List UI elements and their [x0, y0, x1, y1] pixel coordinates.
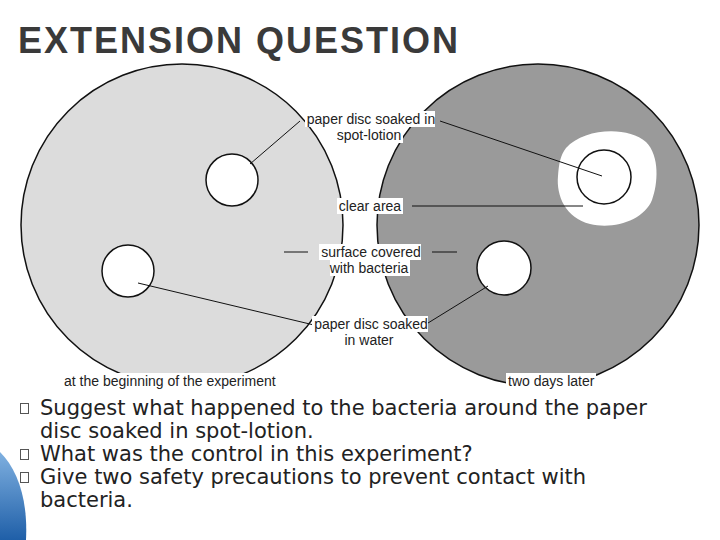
paper-disc [206, 154, 258, 206]
label-text: paper disc soaked in water [312, 316, 428, 348]
label-text: at the beginning of the experiment [62, 373, 278, 389]
label-text: clear area [337, 198, 403, 214]
leader-line [428, 286, 488, 323]
paper-disc [477, 241, 531, 295]
panel-caption: at the beginning of the experiment [62, 373, 312, 389]
paper-disc [577, 150, 631, 204]
leader-line [440, 121, 602, 176]
question-text: Suggest what happened to the bacteria ar… [40, 397, 680, 443]
question-text: Give two safety precautions to prevent c… [40, 466, 680, 512]
callout-label: clear area [326, 198, 414, 214]
leader-line [138, 283, 314, 325]
callout-label: surface covered with bacteria [308, 244, 432, 276]
callout-label: paper disc soaked in water [312, 316, 428, 348]
corner-decoration [0, 452, 26, 540]
label-text: two days later [506, 373, 596, 389]
leader-line [432, 252, 457, 253]
slide-title: EXTENSION QUESTION [18, 20, 460, 62]
paper-disc [102, 245, 154, 297]
label-text: surface covered with bacteria [319, 244, 421, 276]
petri-dish-start [21, 64, 343, 386]
clear-zone [558, 131, 657, 225]
question-list: Suggest what happened to the bacteria ar… [40, 397, 680, 512]
question-text: What was the control in this experiment? [40, 443, 680, 466]
label-text: paper disc soaked in spot-lotion [305, 111, 435, 143]
leader-line [284, 252, 308, 253]
leader-line [250, 121, 300, 164]
panel-caption: two days later [506, 373, 626, 389]
callout-label: paper disc soaked in spot-lotion [300, 111, 440, 143]
leader-line [412, 206, 583, 207]
